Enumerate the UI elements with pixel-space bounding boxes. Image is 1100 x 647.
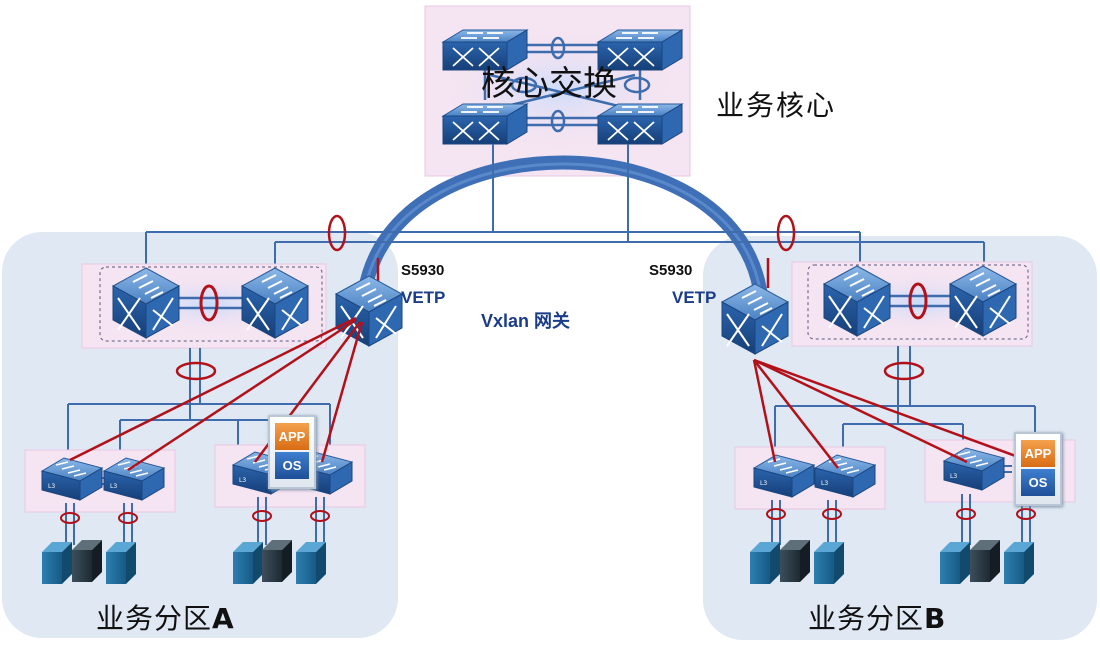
server-b2 xyxy=(780,540,810,582)
server-b6 xyxy=(1004,542,1034,584)
vtep-red-links xyxy=(69,316,1033,472)
app-os-badge-left: APP OS xyxy=(268,415,316,489)
core-switch-3 xyxy=(442,103,528,145)
server-b3 xyxy=(814,542,844,584)
os-label-right: OS xyxy=(1021,469,1055,496)
server-b1 xyxy=(750,542,780,584)
core-switch-title: 核心交换 xyxy=(481,64,617,104)
core-label: 业务核心 xyxy=(716,89,837,122)
server-a6 xyxy=(296,542,326,584)
server-a2 xyxy=(72,540,102,582)
server-b5 xyxy=(970,540,1000,582)
vtep-left-model: S5930 xyxy=(401,262,445,279)
server-a1 xyxy=(42,542,72,584)
app-os-badge-right: APP OS xyxy=(1014,432,1062,506)
vtep-right-model: S5930 xyxy=(649,262,693,279)
server-a3 xyxy=(106,542,136,584)
vtep-left-role: VETP xyxy=(401,288,446,307)
core-link-rings xyxy=(510,36,651,133)
server-b4 xyxy=(940,542,970,584)
server-a4 xyxy=(233,542,263,584)
os-label-left: OS xyxy=(275,452,309,479)
app-label-right: APP xyxy=(1021,440,1055,467)
server-a5 xyxy=(262,540,292,582)
zone-b-label: 业务分区B xyxy=(808,602,947,635)
core-switch-4 xyxy=(597,103,683,145)
vxlan-gateway-label: Vxlan 网关 xyxy=(481,311,571,331)
vtep-right-role: VETP xyxy=(672,288,717,307)
zone-a-label: 业务分区A xyxy=(96,602,235,635)
app-label-left: APP xyxy=(275,423,309,450)
